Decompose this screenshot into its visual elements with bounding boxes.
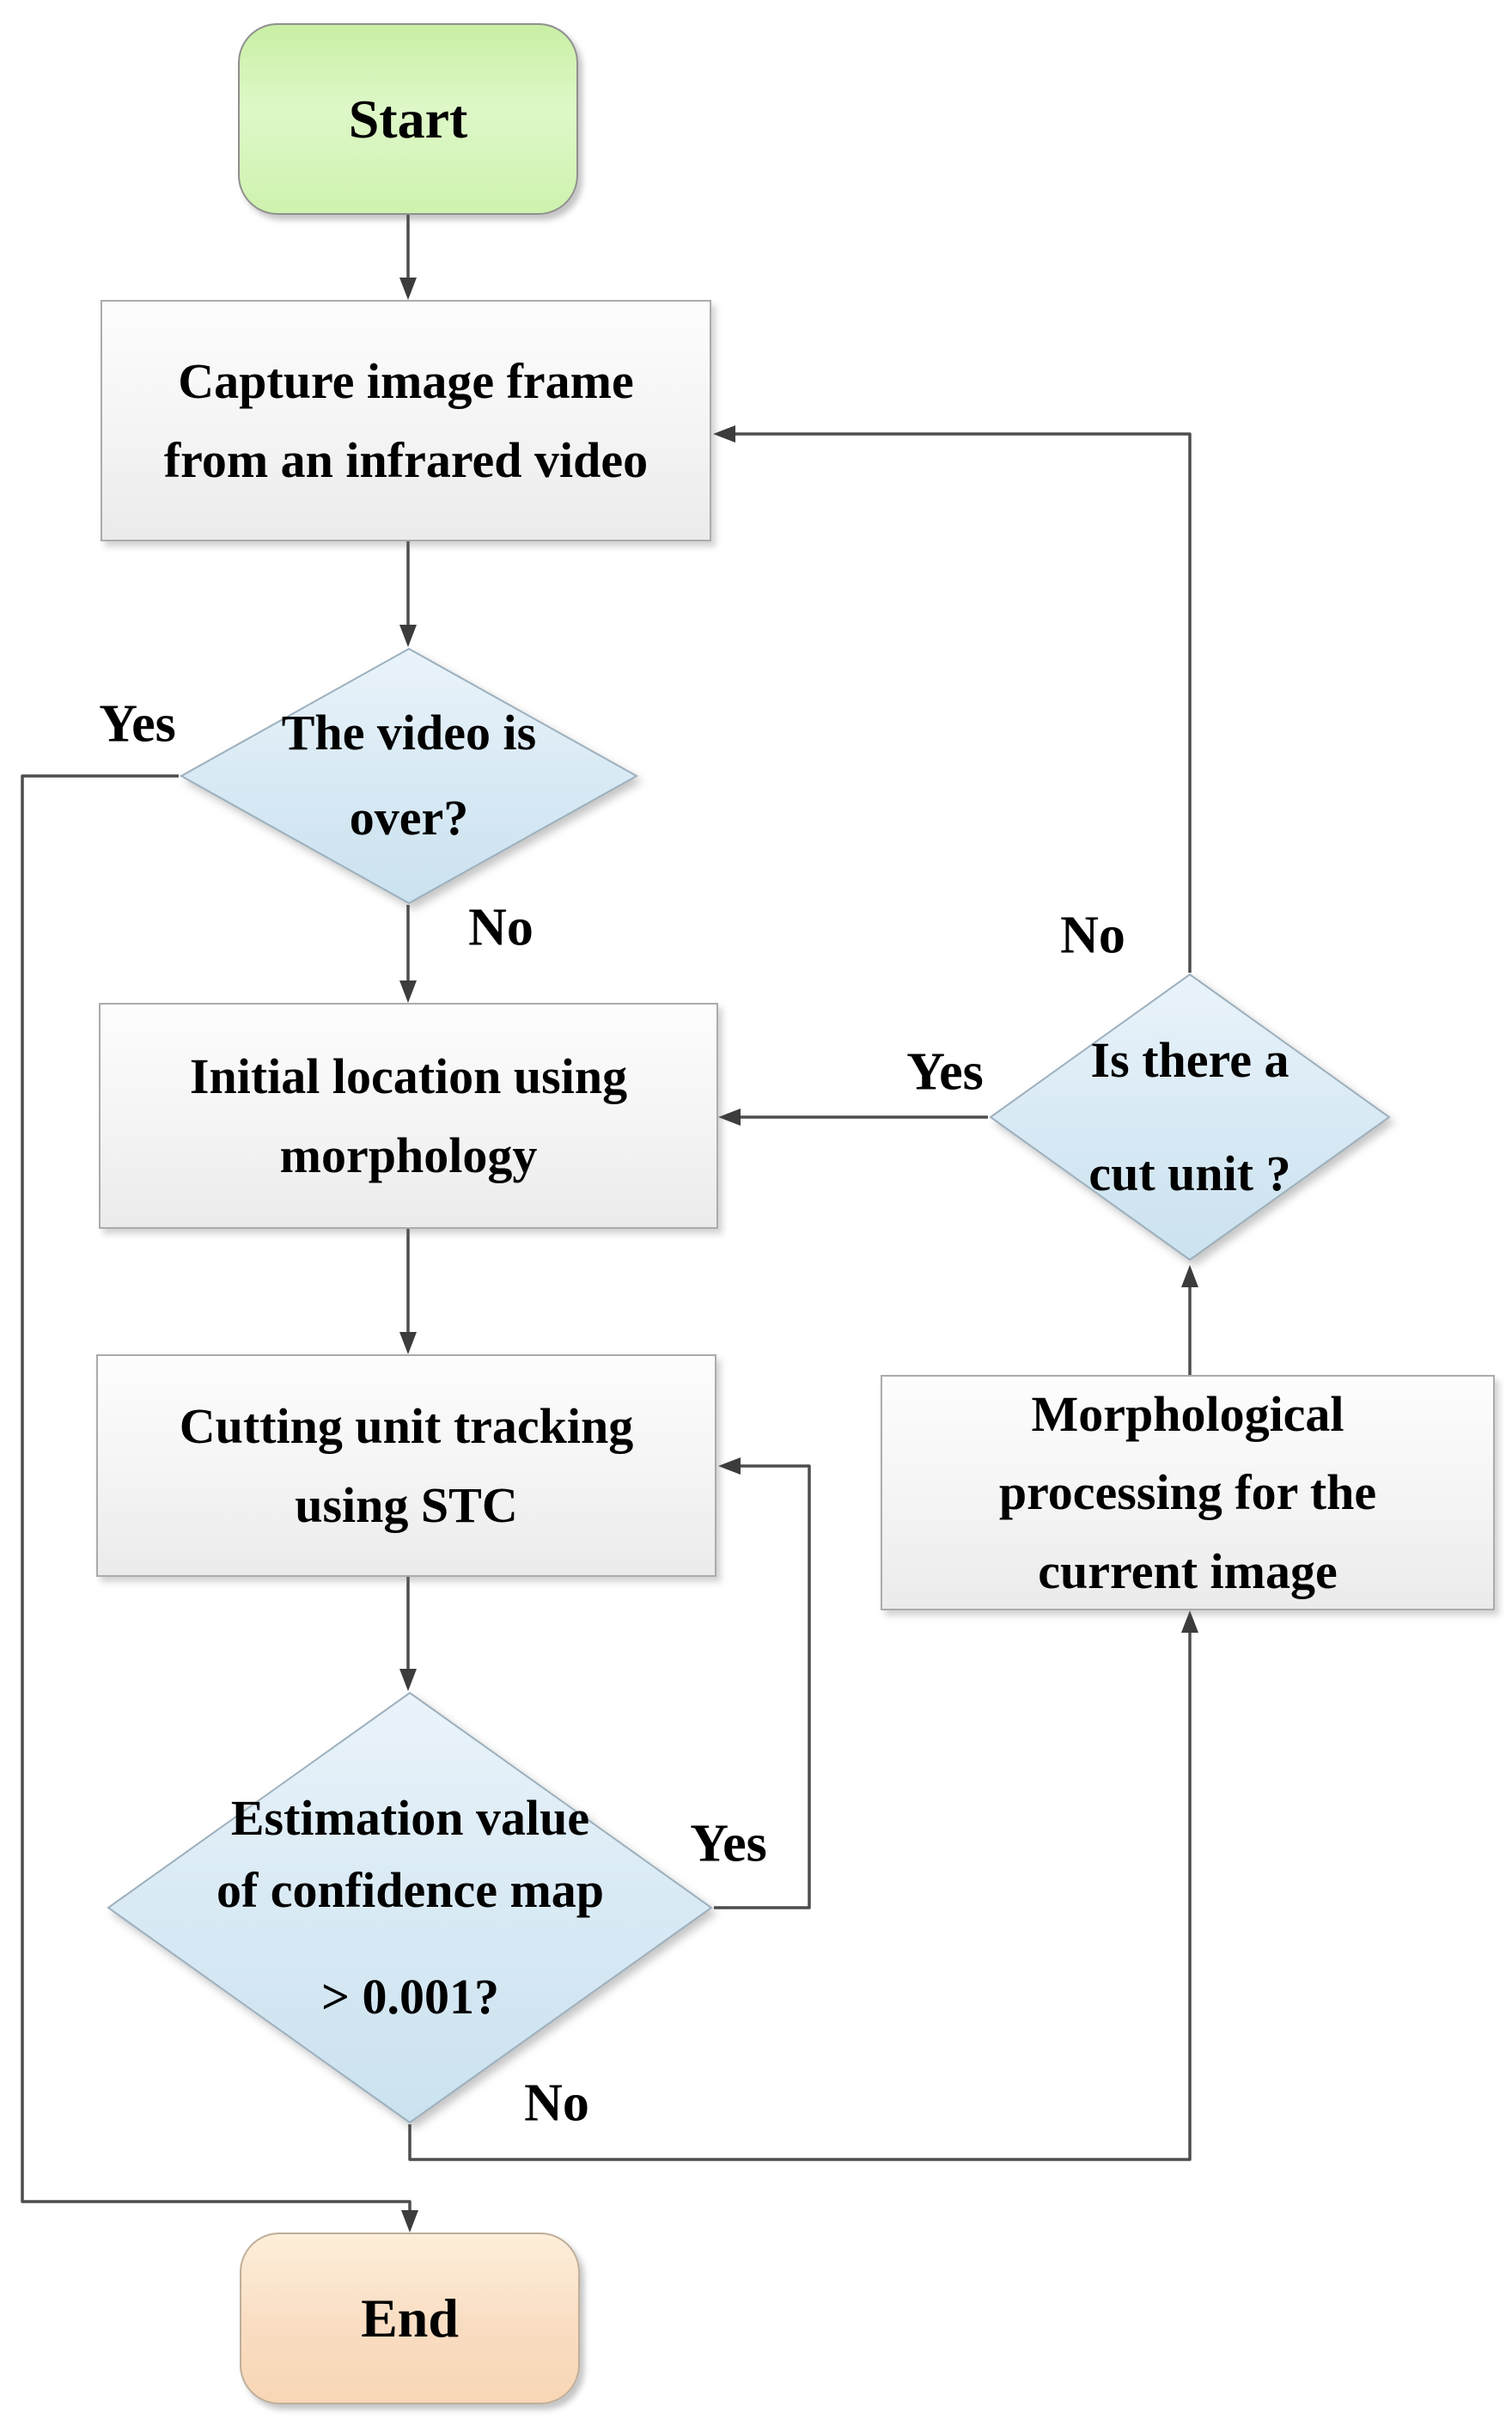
estimation-diamond-shape xyxy=(107,1691,713,2124)
node-capture: Capture image frame from an infrared vid… xyxy=(101,300,711,541)
edge-estimation-no-to-morphological xyxy=(408,1633,1192,2161)
arrowhead-into-cut-unit xyxy=(1181,1265,1198,1287)
node-cut-unit-line1: Is there a xyxy=(1090,1032,1289,1089)
label-cut-unit-yes: Yes xyxy=(906,1042,984,1102)
node-video-over-text: The video is over? xyxy=(179,647,639,905)
node-capture-line1: Capture image frame xyxy=(178,352,634,409)
node-cutting-tracking: Cutting unit tracking using STC xyxy=(96,1354,716,1577)
node-start: Start xyxy=(238,23,578,215)
node-video-over-line2: over? xyxy=(349,790,469,846)
node-estimation-line1: Estimation value xyxy=(230,1789,590,1846)
cut-unit-diamond-shape xyxy=(989,973,1391,1261)
node-initial-location-line1: Initial location using xyxy=(189,1048,628,1104)
arrowhead-into-end xyxy=(401,2210,418,2233)
arrowhead-no-into-capture-right xyxy=(713,425,735,443)
label-video-over-yes: Yes xyxy=(99,694,176,754)
node-video-over-line1: The video is xyxy=(281,705,537,761)
arrowhead-into-video-over xyxy=(399,625,417,647)
node-initial-location-text: Initial location using morphology xyxy=(190,1037,627,1194)
arrowhead-into-morphological xyxy=(1181,1610,1198,1633)
node-morphological: Morphological processing for the current… xyxy=(881,1375,1495,1610)
arrowhead-into-capture-top xyxy=(399,278,417,300)
node-initial-location: Initial location using morphology xyxy=(99,1003,718,1229)
node-cutting-tracking-text: Cutting unit tracking using STC xyxy=(180,1387,634,1544)
node-estimation: Estimation value of confidence map > 0.0… xyxy=(107,1691,714,2124)
node-end-label: End xyxy=(361,2288,459,2349)
label-estimation-yes: Yes xyxy=(690,1814,767,1873)
node-end: End xyxy=(240,2233,580,2404)
node-morphological-line1: Morphological xyxy=(1031,1385,1344,1442)
label-estimation-no: No xyxy=(524,2074,589,2133)
node-estimation-line2: of confidence map xyxy=(216,1861,605,1918)
node-cut-unit: Is there a cut unit ? xyxy=(988,973,1392,1261)
node-morphological-text: Morphological processing for the current… xyxy=(999,1375,1376,1611)
node-video-over: The video is over? xyxy=(179,647,639,905)
label-video-over-no: No xyxy=(468,898,533,957)
label-cut-unit-no: No xyxy=(1060,906,1125,965)
arrowhead-into-initial-top xyxy=(399,980,417,1003)
node-initial-location-line2: morphology xyxy=(279,1127,538,1183)
arrowhead-yes-loop-into-cutting xyxy=(718,1457,741,1475)
video-over-diamond-shape xyxy=(179,647,639,905)
node-capture-line2: from an infrared video xyxy=(163,431,649,488)
node-estimation-text: Estimation value of confidence map > 0.0… xyxy=(107,1691,714,2124)
node-cut-unit-text: Is there a cut unit ? xyxy=(988,973,1392,1261)
arrowhead-yes-into-initial-right xyxy=(718,1109,741,1126)
node-capture-text: Capture image frame from an infrared vid… xyxy=(164,342,648,499)
node-cutting-tracking-line1: Cutting unit tracking xyxy=(179,1397,634,1454)
edge-cut-unit-no-to-capture xyxy=(735,432,1192,973)
node-morphological-line3: current image xyxy=(1038,1542,1338,1599)
node-morphological-line2: processing for the xyxy=(998,1464,1377,1521)
node-start-label: Start xyxy=(348,88,468,150)
node-estimation-threshold: > 0.001? xyxy=(320,1969,500,2025)
edge-video-over-yes-to-end xyxy=(21,774,412,2210)
arrowhead-into-estimation xyxy=(399,1669,417,1691)
edge-estimation-yes-loop xyxy=(714,1464,811,1909)
arrowhead-into-cutting-top xyxy=(399,1332,417,1354)
node-cutting-tracking-line2: using STC xyxy=(295,1476,518,1533)
node-cut-unit-line2: cut unit ? xyxy=(1088,1145,1291,1201)
